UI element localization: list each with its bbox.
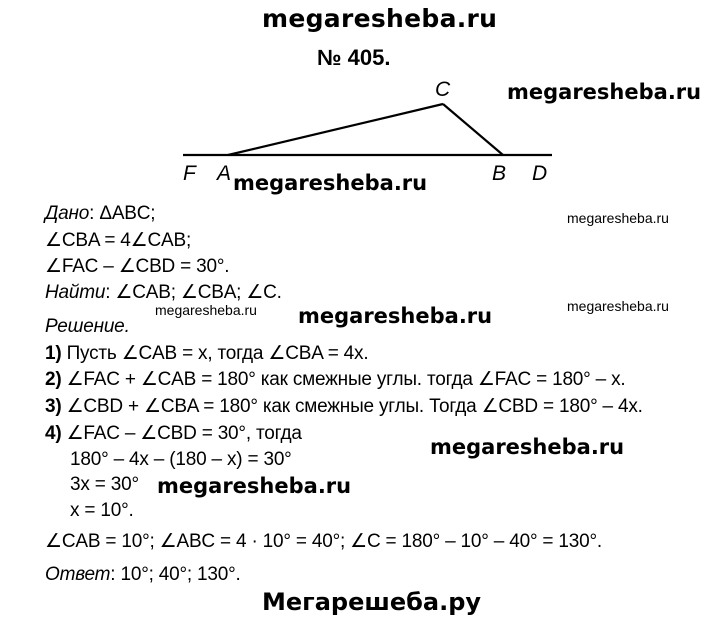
watermark: megaresheba.ru [567,298,669,314]
watermark: megaresheba.ru [155,302,257,318]
label-B: B [492,162,506,185]
problem-number: № 405. [317,45,391,70]
label-A: A [215,162,231,185]
equation-1: 180° – 4x – (180 – x) = 30° [70,449,292,470]
find-text: : ∠CAB; ∠CBA; ∠C. [105,282,282,303]
step-2: 2) ∠FAC + ∠CAB = 180° как смежные углы. … [45,369,626,390]
label-D: D [532,162,547,185]
label-C: C [435,78,451,101]
find-label: Найти [45,282,106,303]
answer-text: : 10°; 40°; 130°. [110,564,241,585]
step-3: 3) ∠CBD + ∠CBA = 180° как смежные углы. … [45,396,643,417]
watermark: megaresheba.ru [298,304,493,328]
given-condition-2: ∠FAC – ∠CBD = 30°. [45,256,230,277]
site-title: megaresheba.ru [262,4,498,33]
footer-site: Мегарешеба.ру [262,588,482,616]
watermark: megaresheba.ru [233,171,428,195]
given-label: Дано [45,203,90,224]
given-triangle: : ΔABC; [89,203,156,224]
geometry-figure: C F A B D [183,78,552,185]
find-line: Найти: ∠CAB; ∠CBA; ∠C. [45,281,282,304]
step-4: 4) ∠FAC – ∠CBD = 30°, тогда [45,423,302,444]
watermark: megaresheba.ru [507,80,702,104]
label-F: F [183,162,197,185]
given-line: Дано: ΔABC; [45,203,156,225]
answer-line: Ответ: 10°; 40°; 130°. [45,564,241,586]
watermark: megaresheba.ru [157,474,352,498]
watermark: megaresheba.ru [567,210,669,226]
watermark: megaresheba.ru [430,435,625,459]
step-1: 1) Пусть ∠CAB = x, тогда ∠CBA = 4x. [45,343,369,364]
given-condition-1: ∠CBA = 4∠CAB; [45,230,192,251]
segment-AC [227,102,444,157]
answer-label: Ответ [45,564,111,585]
segment-CB [442,103,504,156]
equation-2: 3x = 30° [70,474,139,495]
solution-label: Решение. [45,316,130,337]
final-result: ∠CAB = 10°; ∠ABC = 4 · 10° = 40°; ∠C = 1… [45,531,602,552]
equation-3: x = 10°. [70,500,134,521]
